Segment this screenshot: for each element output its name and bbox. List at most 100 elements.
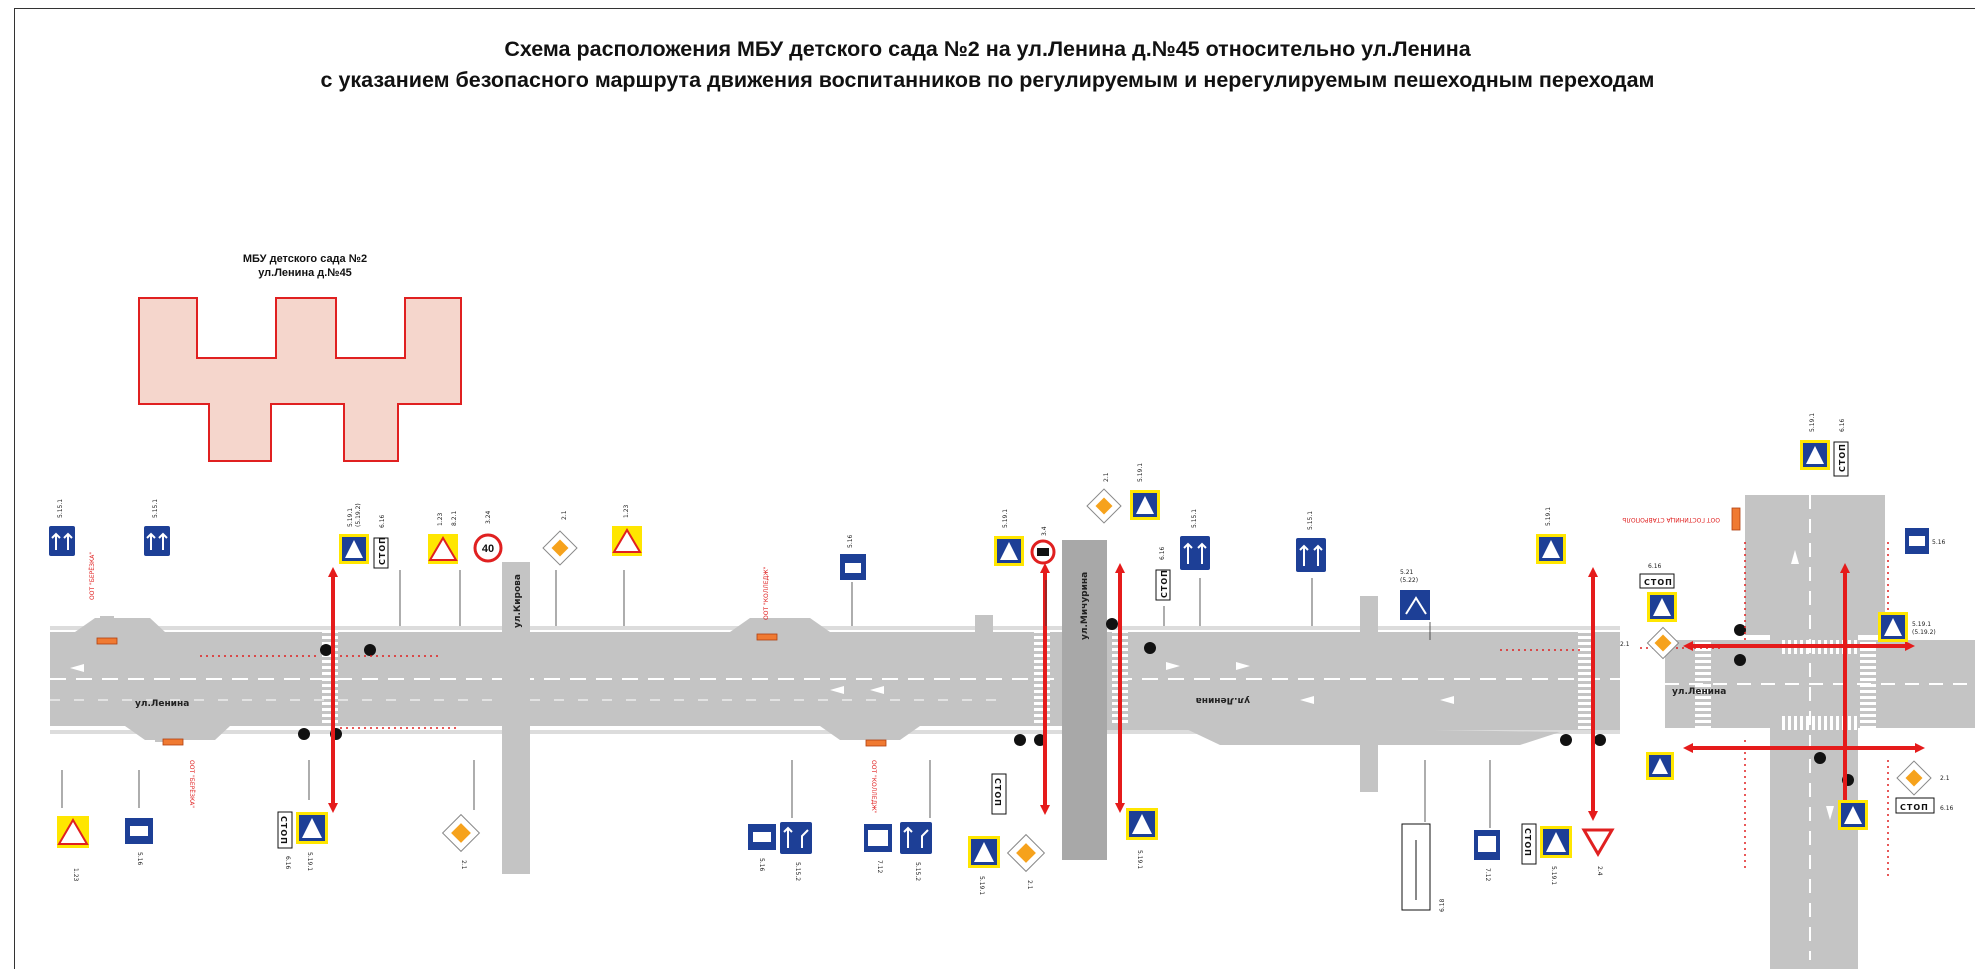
bus-stop-label-gostinitsa: ООТ ГОСТИНИЦА СТАВРОПОЛЬ: [1622, 516, 1720, 523]
svg-text:2.1: 2.1: [1940, 775, 1950, 782]
children-warning-sign-2: 1.23: [612, 504, 642, 556]
crosswalk-sign-8: [1838, 800, 1868, 830]
main-road-sign-4: 2.1: [1896, 760, 1950, 796]
stop-sign-2: СТОП 6.16: [1155, 546, 1171, 601]
bus-pavilions: [96, 507, 1741, 747]
svg-text:СТОП: СТОП: [279, 816, 288, 845]
stop-sign-8: СТОП: [1521, 823, 1537, 865]
svg-text:6.16: 6.16: [284, 856, 291, 870]
svg-text:СТОП: СТОП: [993, 778, 1002, 807]
pedestrian-barriers: [200, 540, 1889, 880]
main-road-sign-6: 2.1: [1006, 833, 1046, 890]
svg-text:7.12: 7.12: [876, 860, 883, 874]
road-michurina: [1062, 540, 1107, 860]
svg-text:1.23: 1.23: [72, 868, 79, 882]
svg-text:5.19.1: 5.19.1: [1809, 413, 1816, 432]
main-road-sign-5: 2.1: [441, 813, 481, 870]
bus-stop-sign-right: 5.16: [1905, 528, 1946, 554]
svg-text:3.4: 3.4: [1041, 526, 1048, 536]
safe-route-arrows: [328, 563, 1925, 821]
give-way-sign-2-4: 2.4: [1581, 828, 1615, 876]
sign-5-15-1-third: 5.15.1: [1180, 509, 1210, 570]
stop-sign-5: СТОП 6.16: [1895, 797, 1954, 814]
svg-text:5.21: 5.21: [1400, 569, 1414, 576]
crosswalk-sign-13: [1646, 752, 1674, 780]
svg-text:2.4: 2.4: [1596, 866, 1603, 876]
lane-markings: [70, 550, 1834, 820]
svg-text:6.16: 6.16: [1159, 546, 1166, 560]
stop-sign-4: СТОП 6.16: [1833, 418, 1849, 477]
svg-text:5.15.1: 5.15.1: [57, 499, 64, 518]
title-line-2: с указанием безопасного маршрута движени…: [320, 68, 1655, 92]
main-road-sign-3: 2.1: [1620, 626, 1680, 660]
svg-text:СТОП: СТОП: [1523, 828, 1532, 857]
crosswalk-sign-2: 5.19.1: [994, 509, 1024, 566]
svg-text:8.2.1: 8.2.1: [451, 511, 458, 526]
bus-stop-label-kolledzh-2: ООТ "КОЛЛЕДЖ": [870, 760, 877, 814]
svg-text:2.1: 2.1: [460, 860, 467, 870]
street-label-kirova: ул.Кирова: [513, 574, 523, 628]
sign-5-15-2-right: 5.15.2: [900, 822, 932, 881]
kindergarten-label: МБУ детского сада №2 ул.Ленина д.№45: [190, 252, 420, 280]
svg-text:5.19.1: 5.19.1: [306, 852, 313, 871]
svg-text:2.1: 2.1: [561, 510, 568, 520]
crosswalk-sign-3: 5.19.1: [1130, 463, 1160, 520]
svg-text:(5.22): (5.22): [1400, 577, 1418, 584]
sign-5-15-1-left: 5.15.1: [49, 499, 75, 556]
street-label-lenina-2: ул.Ленина: [1196, 695, 1250, 705]
kindergarten-address: ул.Ленина д.№45: [258, 267, 352, 279]
crosswalk-sign-9: 5.19.1: [296, 812, 328, 871]
svg-text:5.16: 5.16: [847, 534, 854, 548]
svg-text:5.15.2: 5.15.2: [914, 862, 921, 881]
no-entry-sign-3-4: 3.4: [1030, 526, 1056, 565]
svg-text:3.24: 3.24: [485, 510, 492, 524]
svg-text:5.15.1: 5.15.1: [1307, 511, 1314, 530]
sign-5-15-1-second: 5.15.1: [144, 499, 170, 556]
sign-7-12-right: 7.12: [1474, 830, 1500, 882]
svg-text:СТОП: СТОП: [1838, 443, 1847, 472]
crosswalk-sign-5: [1647, 592, 1677, 622]
main-road-sign-2: 2.1: [1086, 472, 1122, 524]
crosswalk-sign-12: 5.19.1: [1540, 826, 1572, 885]
svg-text:(5.19.2): (5.19.2): [1912, 629, 1936, 636]
street-label-lenina-3: ул.Ленина: [1672, 687, 1726, 697]
svg-text:5.16: 5.16: [1932, 539, 1946, 546]
crosswalk-sign-4: 5.19.1: [1536, 507, 1566, 564]
main-road-sign-1: 2.1: [542, 510, 578, 566]
road-kirova: [502, 562, 530, 874]
stop-sign-1: СТОП 6.16: [373, 514, 389, 569]
svg-text:6.16: 6.16: [379, 514, 386, 528]
residential-zone-sign: 5.21 (5.22): [1400, 569, 1430, 620]
svg-text:5.19.1: 5.19.1: [1137, 463, 1144, 482]
stop-sign-3: СТОП 6.16: [1639, 563, 1675, 589]
bus-stop-sign-3: 5.16: [748, 824, 776, 872]
svg-text:6.18: 6.18: [1439, 898, 1446, 912]
svg-text:1.23: 1.23: [437, 512, 444, 526]
svg-text:5.16: 5.16: [758, 858, 765, 872]
crosswalk-sign-11: 5.19.1: [1126, 808, 1158, 869]
svg-text:5.16: 5.16: [136, 852, 143, 866]
sign-6-18-detour: 6.18: [1401, 823, 1446, 912]
crosswalk-sign-6: 5.19.1: [1800, 413, 1830, 470]
kindergarten-building: [138, 297, 462, 462]
crosswalk-sign-7: 5.19.1 (5.19.2): [1878, 612, 1936, 642]
sign-5-15-1-fourth: 5.15.1: [1296, 511, 1326, 572]
svg-text:5.19.1: 5.19.1: [1550, 866, 1557, 885]
svg-text:СТОП: СТОП: [378, 536, 387, 565]
svg-text:6.16: 6.16: [1940, 805, 1954, 812]
svg-text:40: 40: [482, 543, 494, 555]
svg-text:5.19.1: 5.19.1: [978, 876, 985, 895]
children-warning-sign-1: 1.23 8.2.1: [428, 511, 458, 564]
svg-text:2.1: 2.1: [1620, 641, 1630, 648]
svg-text:5.19.1: 5.19.1: [1002, 509, 1009, 528]
svg-text:5.15.1: 5.15.1: [152, 499, 159, 518]
title-line-1: Схема расположения МБУ детского сада №2 …: [504, 37, 1471, 61]
bus-stop-label-kolledzh-1: ООТ "КОЛЛЕДЖ": [763, 566, 770, 620]
bus-stop-label-berezka-1: ООТ "БЕРЁЗКА": [89, 552, 96, 600]
svg-text:(5.19.2): (5.19.2): [355, 503, 362, 527]
svg-text:7.12: 7.12: [1484, 868, 1491, 882]
street-label-lenina-1: ул.Ленина: [135, 699, 189, 709]
speed-limit-sign: 40 3.24: [473, 510, 503, 563]
bus-stop-sign-1: 5.16: [840, 534, 866, 580]
